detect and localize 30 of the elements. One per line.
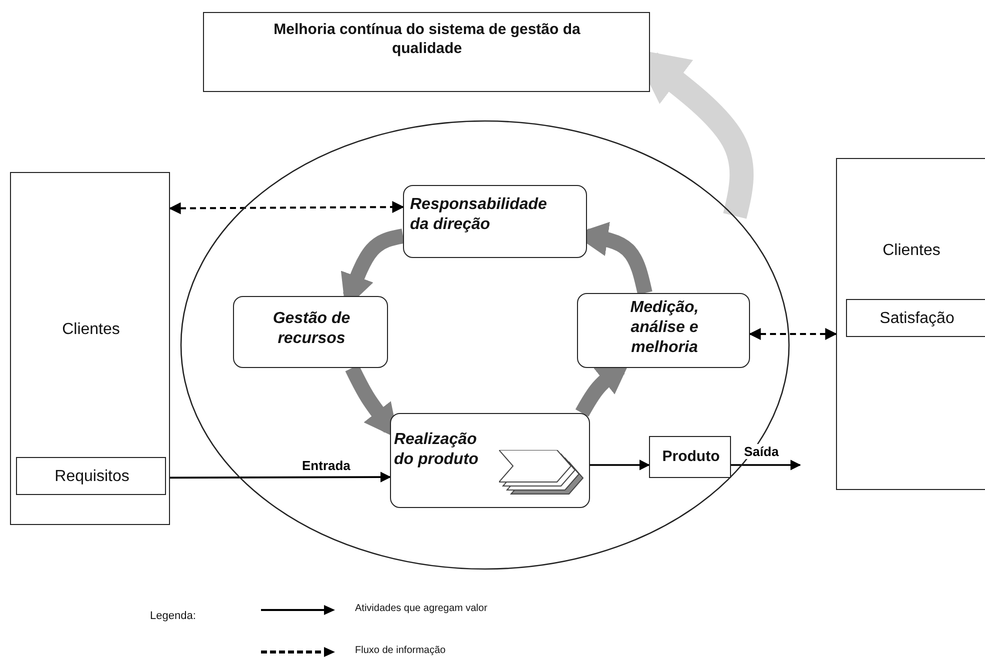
node-label: Medição, análise e melhoria — [629, 298, 700, 358]
title-box — [203, 12, 650, 92]
arrow — [170, 472, 392, 482]
node-label: Responsabilidade da direção — [410, 195, 548, 235]
edge-label: Saída — [742, 444, 781, 459]
legend-label: Atividades que agregam valor — [355, 603, 488, 614]
node-label: Satisfação — [878, 309, 956, 329]
edge-label: Entrada — [300, 458, 352, 473]
node-label: Realização do produto — [394, 430, 480, 470]
requirements-box — [16, 457, 166, 495]
node-label: Clientes — [882, 241, 942, 261]
arrow — [168, 201, 404, 214]
node-label: Melhoria contínua do sistema de gestão da qualidade — [272, 21, 582, 58]
node-label: Produto — [661, 448, 721, 467]
process-box — [577, 293, 750, 368]
legend-label: Fluxo de informação — [355, 645, 446, 656]
process-box — [233, 296, 388, 368]
arrow — [731, 460, 802, 470]
node-label: Gestão de recursos — [272, 309, 352, 349]
legend-title: Legenda: — [150, 610, 196, 622]
process-box — [390, 413, 590, 508]
customer-box — [836, 158, 985, 490]
node-label: Clientes — [61, 320, 121, 340]
node-label: Requisitos — [54, 467, 130, 487]
arrow — [748, 328, 838, 340]
arrow — [590, 460, 650, 470]
process-box — [403, 185, 587, 258]
satisfaction-box — [846, 299, 985, 337]
system-ellipse — [180, 120, 790, 570]
customer-box — [10, 172, 170, 525]
